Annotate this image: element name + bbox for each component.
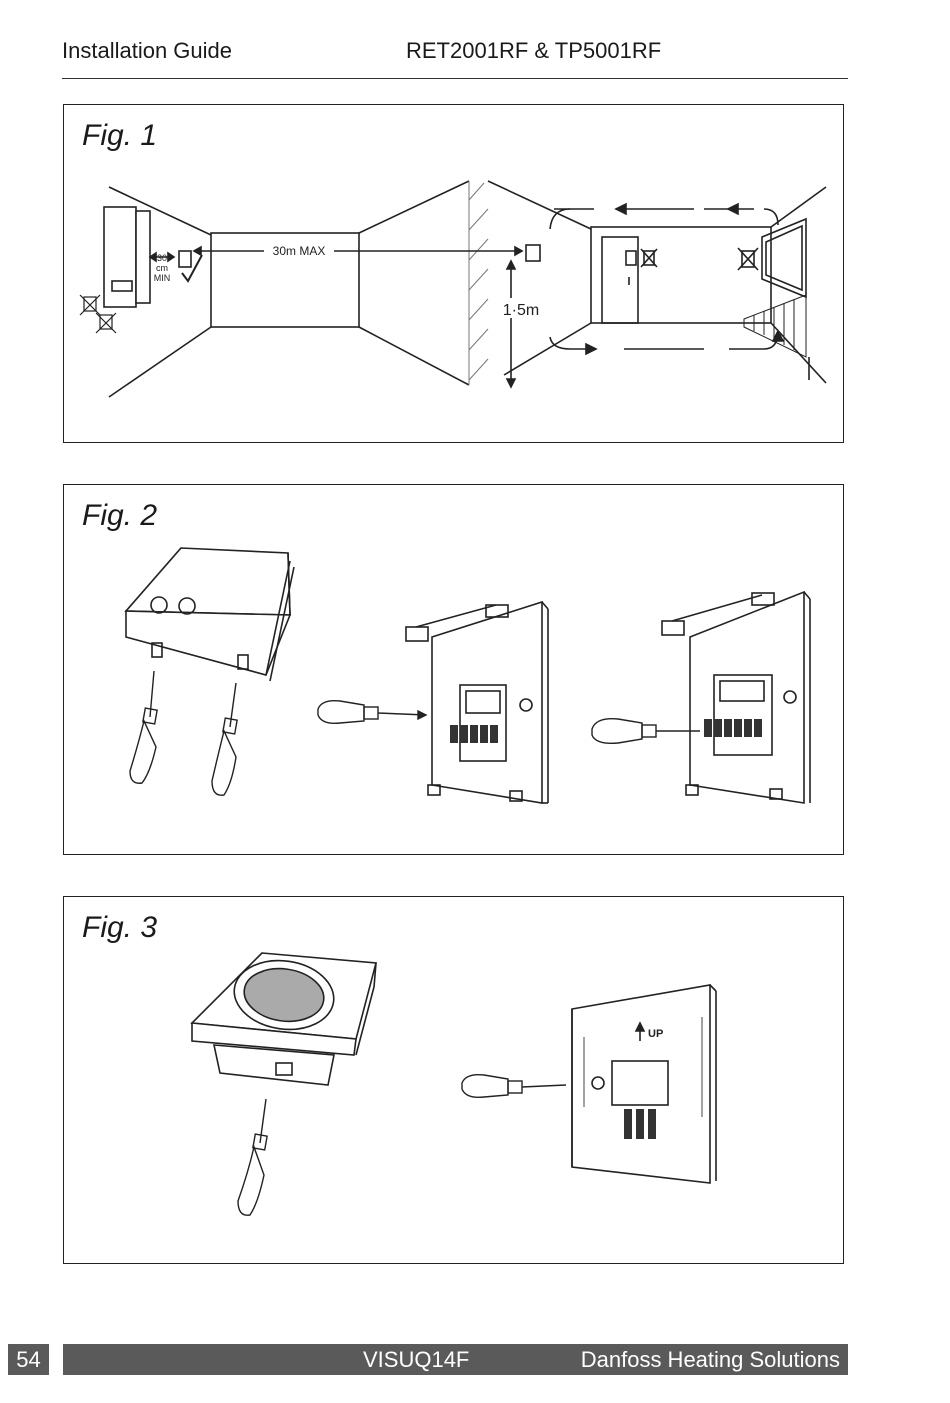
figure-2-title: Fig. 2 bbox=[82, 499, 158, 532]
figure-2-illustration bbox=[124, 547, 811, 804]
figure-1-title: Fig. 1 bbox=[82, 119, 158, 152]
doc-code: VISUQ14F bbox=[363, 1347, 470, 1372]
figure-3-title: Fig. 3 bbox=[82, 911, 158, 944]
header-title: Installation Guide bbox=[62, 38, 232, 63]
label-1-5m: 1·5m bbox=[503, 302, 539, 319]
label-up: UP bbox=[648, 1028, 663, 1040]
label-30m-max: 30m MAX bbox=[273, 244, 326, 258]
footer-brand: Danfoss Heating Solutions bbox=[580, 1347, 840, 1372]
label-cm: cm bbox=[156, 263, 168, 273]
label-min: MIN bbox=[154, 273, 171, 283]
page-number: 54 bbox=[8, 1344, 49, 1375]
figure-3: Fig. 3 UP bbox=[63, 896, 844, 1264]
figure-1-illustration: 30m MAX 30 cm MIN 1·5m bbox=[79, 180, 827, 398]
figure-3-illustration: UP bbox=[190, 952, 717, 1216]
page-header: Installation Guide RET2001RF & TP5001RF bbox=[62, 36, 848, 79]
header-product: RET2001RF & TP5001RF bbox=[406, 38, 662, 63]
figure-1: Fig. 1 bbox=[63, 104, 844, 443]
figure-2: Fig. 2 bbox=[63, 484, 844, 855]
footer-bar: VISUQ14F Danfoss Heating Solutions bbox=[63, 1344, 848, 1375]
label-30: 30 bbox=[157, 253, 167, 263]
